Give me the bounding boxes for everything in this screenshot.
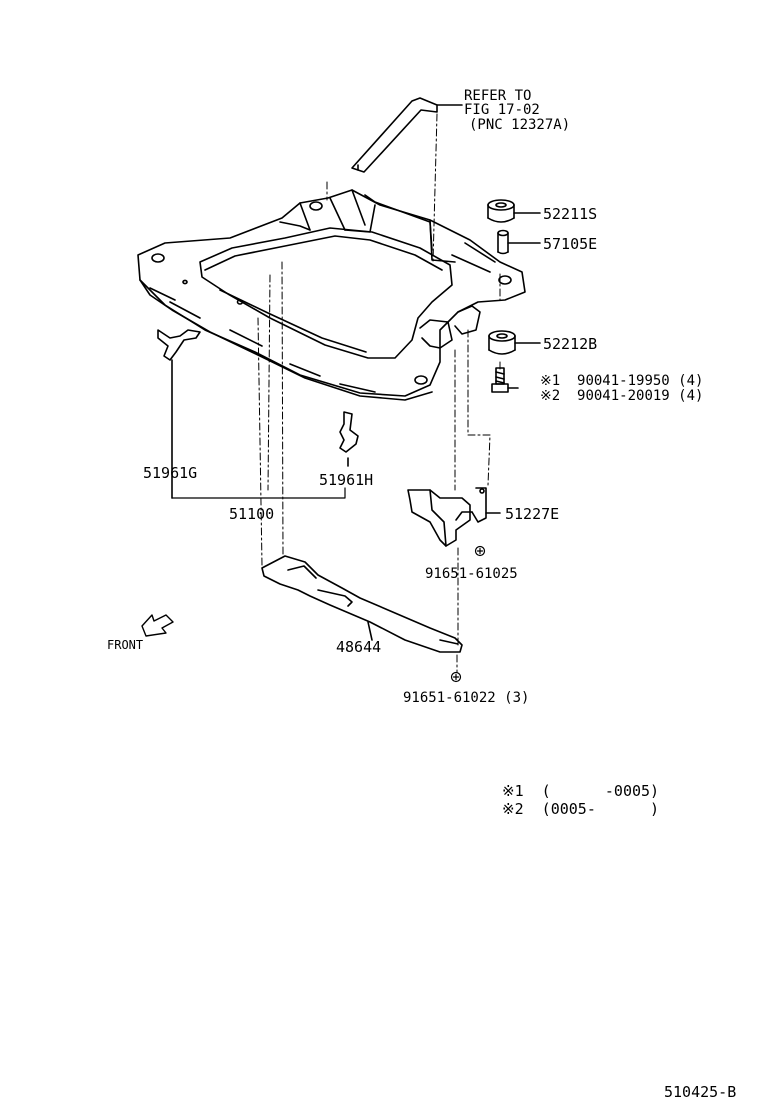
part-label-51961g[interactable]: 51961G bbox=[143, 464, 198, 482]
strap-48644-drawing bbox=[261, 555, 463, 653]
part-label-91651-61022[interactable]: 91651-61022 (3) bbox=[403, 690, 530, 706]
collar-57105e-drawing bbox=[497, 229, 541, 255]
part-label-91651-61025[interactable]: 91651-61025 bbox=[425, 566, 518, 582]
applicability-note-2: ※2 (0005- ) bbox=[502, 800, 660, 818]
bushing-52211s-drawing bbox=[487, 199, 541, 223]
part-label-bolt-90041-19950[interactable]: ※1 90041-19950 (4) bbox=[540, 373, 704, 389]
part-label-bolt-90041-20019[interactable]: ※2 90041-20019 (4) bbox=[540, 388, 704, 404]
part-label-51100[interactable]: 51100 bbox=[229, 505, 275, 523]
part-label-48644[interactable]: 48644 bbox=[336, 638, 382, 656]
figure-id: 510425-B bbox=[664, 1083, 737, 1101]
bolt-90041-drawing bbox=[491, 367, 519, 393]
alignment-lines bbox=[257, 113, 501, 673]
refer-note-line-1: REFER TO bbox=[464, 88, 532, 104]
bracket-51227e-drawing bbox=[407, 487, 501, 547]
part-label-52211s[interactable]: 52211S bbox=[543, 205, 598, 223]
part-label-51227e[interactable]: 51227E bbox=[505, 505, 560, 523]
front-label: FRONT bbox=[107, 638, 144, 652]
leader-bracket-51100 bbox=[171, 487, 346, 499]
stabilizer-bar-drawing bbox=[351, 97, 463, 173]
crossmember-51100-drawing bbox=[137, 189, 526, 401]
bushing-52212b-drawing bbox=[488, 330, 541, 355]
bracket-51961h-drawing bbox=[339, 411, 359, 467]
part-label-57105e[interactable]: 57105E bbox=[543, 235, 598, 253]
front-arrow-icon bbox=[141, 614, 174, 637]
part-label-51961h[interactable]: 51961H bbox=[319, 471, 374, 489]
refer-note-line-2: FIG 17-02 bbox=[464, 102, 540, 118]
bracket-51961g-drawing bbox=[157, 329, 201, 499]
part-label-52212b[interactable]: 52212B bbox=[543, 335, 598, 353]
refer-note-line-3: (PNC 12327A) bbox=[469, 117, 571, 133]
bolt-91651-61025-drawing bbox=[474, 545, 486, 557]
bolt-91651-61022-drawing bbox=[450, 671, 462, 683]
applicability-note-1: ※1 ( -0005) bbox=[502, 782, 660, 800]
